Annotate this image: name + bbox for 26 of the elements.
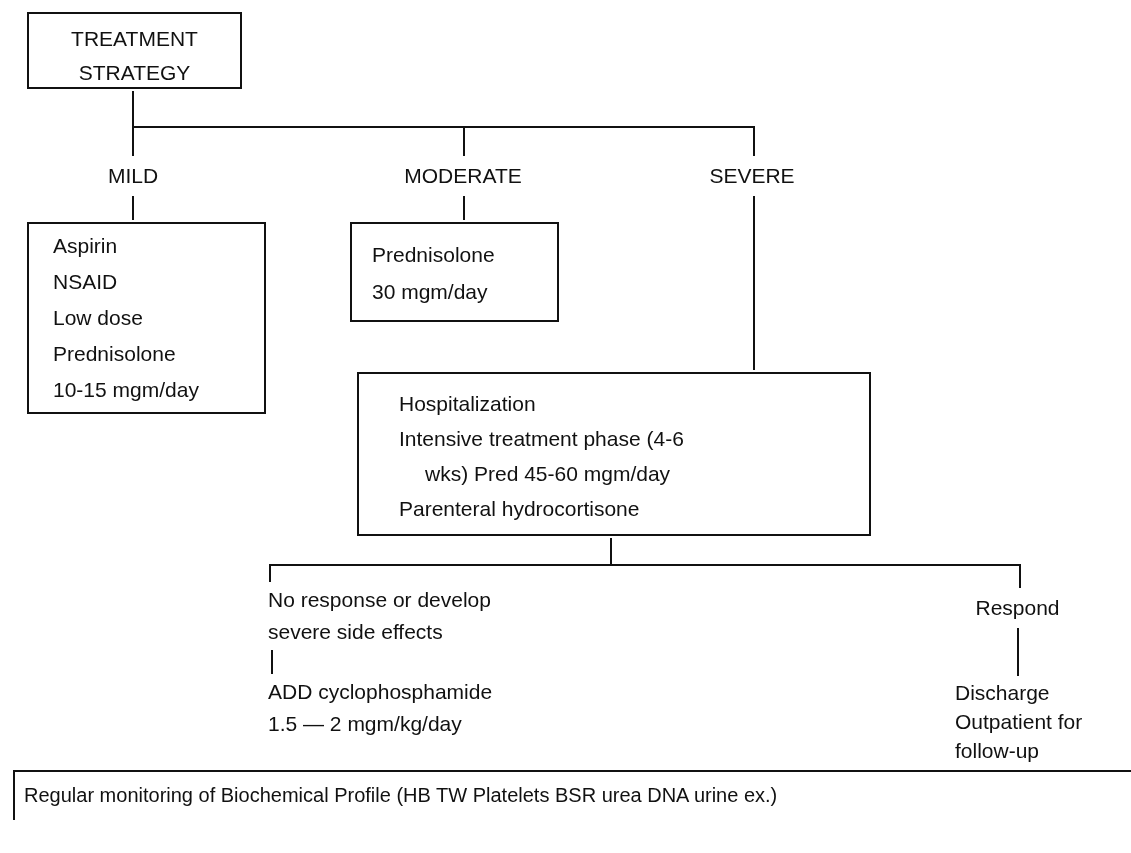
severity-label: MODERATE [383, 158, 543, 194]
note-text: Regular monitoring of Biochemical Profile (HB TW Platelets BSR urea DNA urine ex.) [24, 783, 779, 808]
box-title: TREATMENT STRATEGY [70, 26, 199, 86]
severity-label: SEVERE [692, 158, 812, 194]
action-text: Discharge Outpatient for follow-up [955, 678, 1085, 765]
treatment-text: NSAID [53, 269, 119, 295]
treatment-text: Parenteral hydrocortisone [399, 496, 641, 522]
treatment-text: Aspirin [53, 233, 119, 259]
connector-line [271, 649, 273, 675]
treatment-box [357, 372, 871, 536]
severity-label: MILD [83, 158, 183, 194]
connector-line [1017, 627, 1019, 677]
connector-line [132, 195, 134, 221]
treatment-text: Intensive treatment phase (4-6 wks) Pred 45-60 mgm/day [399, 426, 685, 487]
treatment-text: Low dose Prednisolone 10-15 mgm/day [53, 305, 200, 403]
outcome-text: No response or develop severe side effects [268, 584, 503, 648]
strategy-box [27, 12, 242, 89]
connector-line [463, 195, 465, 221]
note-box [13, 770, 1131, 820]
treatment-box [27, 222, 266, 414]
treatment-text: Hospitalization [399, 391, 537, 417]
treatment-text: Prednisolone 30 mgm/day [372, 242, 496, 305]
action-text: ADD cyclophosphamide 1.5 — 2 mgm/kg/day [268, 676, 498, 740]
outcome-text: Respond [955, 590, 1080, 626]
treatment-box [350, 222, 559, 322]
connector-line [753, 195, 755, 371]
